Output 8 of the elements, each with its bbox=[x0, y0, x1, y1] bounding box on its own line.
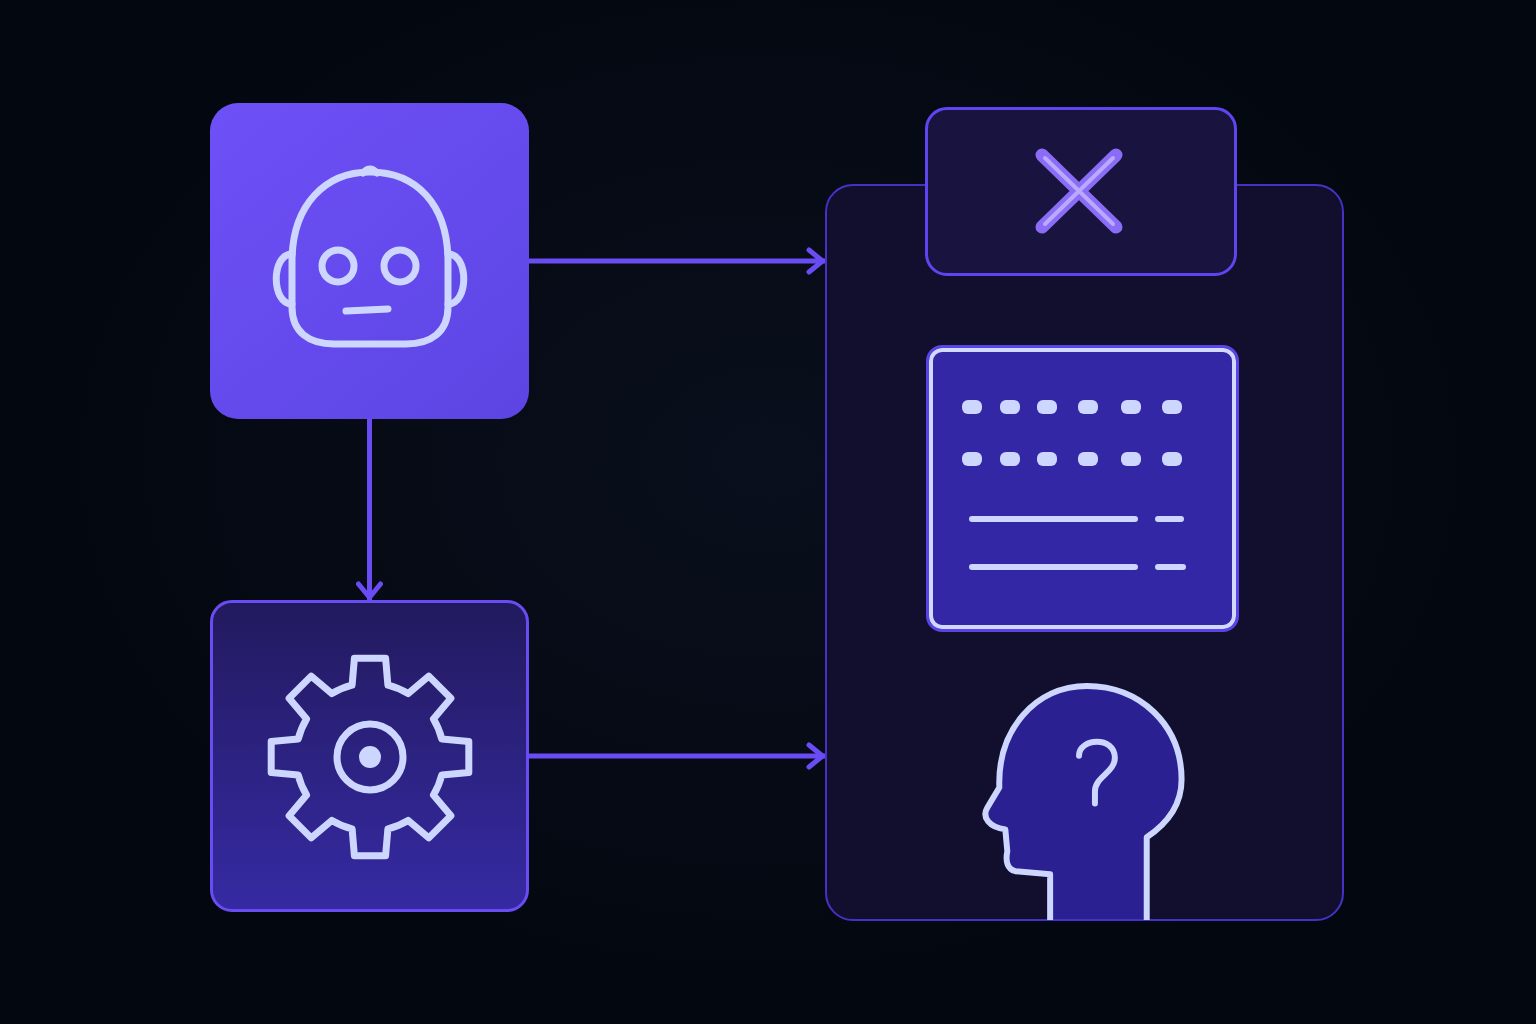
arrow bbox=[529, 247, 825, 275]
header-tab bbox=[925, 107, 1237, 276]
card-panel bbox=[825, 184, 1344, 921]
arrow bbox=[529, 742, 825, 770]
robot-tile bbox=[210, 103, 529, 419]
gear-tile bbox=[210, 600, 529, 912]
arrow bbox=[356, 419, 383, 600]
keyboard-tile bbox=[926, 345, 1239, 632]
